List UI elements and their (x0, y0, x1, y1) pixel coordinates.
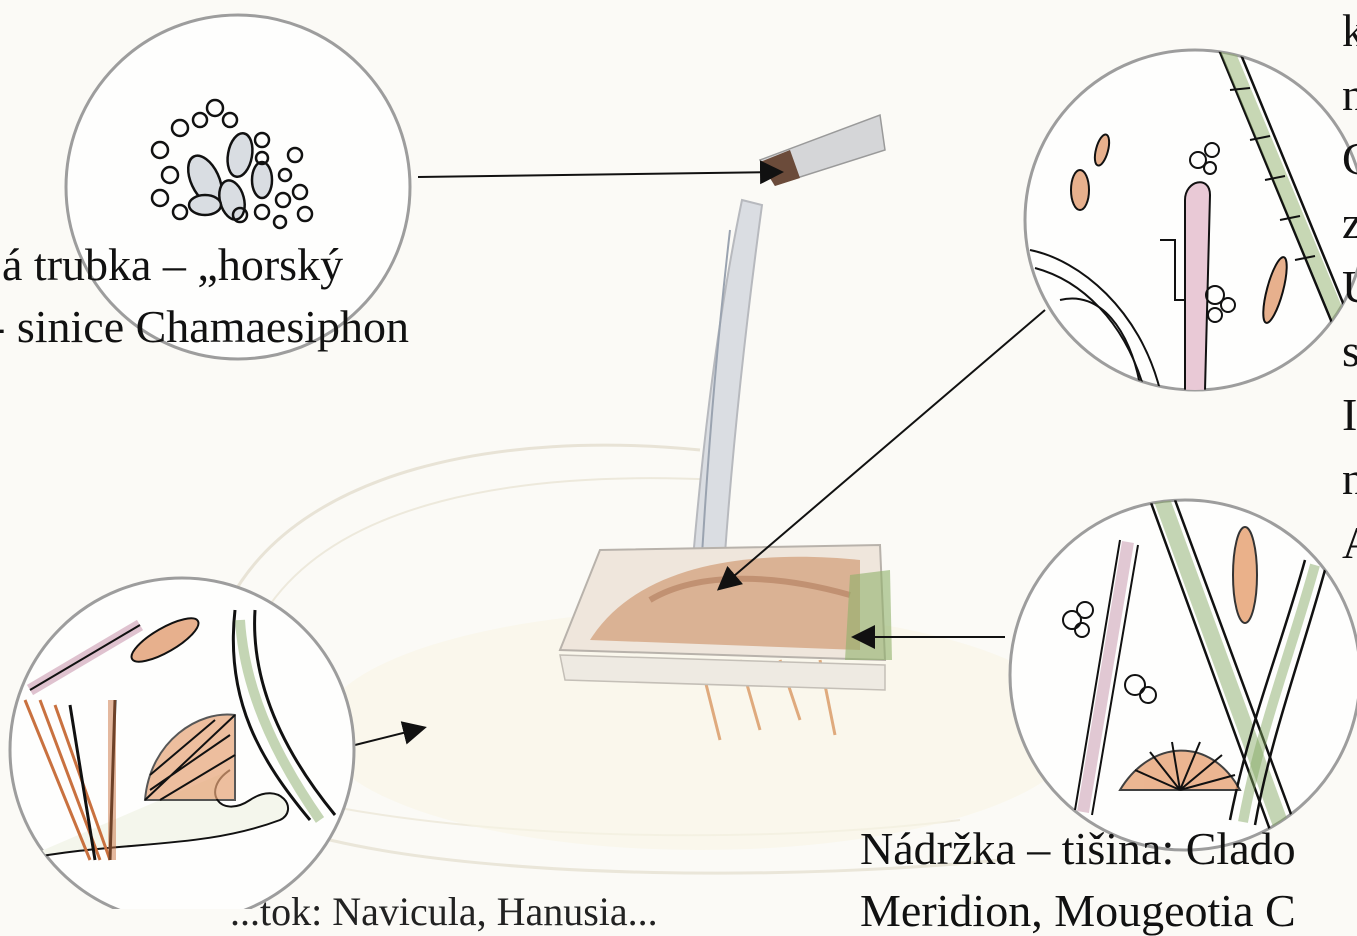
caption-bottom-left-partial: ...tok: Navicula, Hanusia... (230, 892, 658, 932)
caption-pipe-line-2: - sinice Chamaesiphon (0, 304, 409, 350)
caption-pipe-line-1: á trubka – „horský (2, 242, 343, 288)
arrow-pipe-to-outlet (418, 172, 780, 177)
magnifier-top-right (1025, 40, 1357, 392)
pipe-and-waterfall (690, 115, 885, 598)
arrow-top-right-to-basin (720, 310, 1045, 588)
caption-tank-line-2: Meridion, Mougeotia C (860, 888, 1296, 934)
magnifier-bottom-right (1010, 500, 1357, 850)
magnifier-bottom-left (10, 578, 354, 909)
illustration-canvas (0, 0, 1357, 909)
caption-tank-line-1: Nádržka – tišina: Clado (860, 826, 1296, 872)
